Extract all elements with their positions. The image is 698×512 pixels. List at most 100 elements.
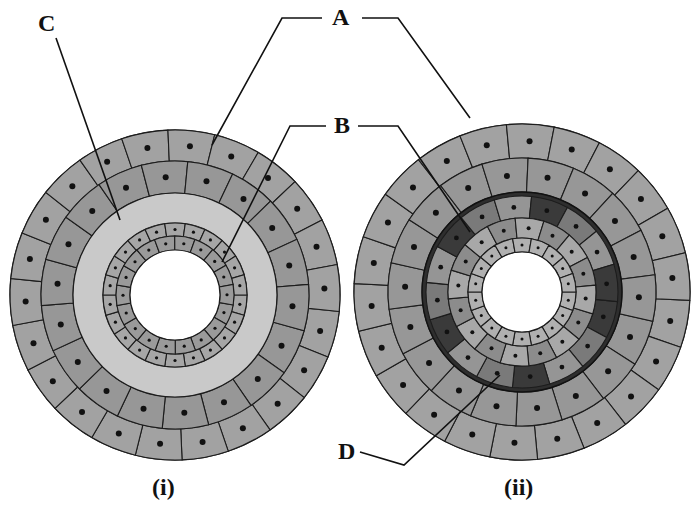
nucleus [493,403,499,409]
nucleus [238,284,241,287]
cell [512,363,549,388]
nucleus [545,175,551,181]
nucleus [233,321,236,324]
nucleus [114,266,117,269]
nucleus [114,321,117,324]
nucleus [459,308,463,312]
nucleus [445,330,450,335]
inner-layer [103,223,247,367]
nucleus [521,338,524,341]
nucleus [164,242,167,245]
nucleus [379,345,385,351]
nucleus [628,393,634,399]
cell [165,223,186,237]
nucleus [521,244,524,247]
nucleus [480,314,483,317]
nucleus [653,359,659,365]
leader-line [360,375,500,465]
nucleus [631,254,637,260]
cell [354,284,392,332]
nucleus [456,388,462,394]
nucleus [659,233,665,239]
nucleus [222,311,225,314]
nucleus [560,365,565,370]
nucleus [474,299,477,302]
nucleus [371,260,377,266]
nucleus [173,228,176,231]
nucleus [612,218,618,224]
nucleus [456,283,460,287]
nucleus [301,367,307,373]
nucleus [544,208,549,213]
figure-label: (ii) [502,474,535,500]
nucleus [554,436,560,442]
cell [593,264,618,301]
nucleus [314,244,320,250]
nucleus [183,345,186,348]
nucleus [124,251,127,254]
nucleus [604,281,609,286]
nucleus [240,196,246,202]
nucleus [466,355,471,360]
nucleus [570,250,574,254]
nucleus [636,294,642,300]
nucleus [504,246,507,249]
nucleus [225,293,228,296]
nucleus [527,138,533,144]
leader-line [358,126,470,232]
cell [490,424,538,460]
nucleus [585,344,590,349]
nucleus [480,240,484,244]
nucleus [438,265,443,270]
figure-label: (i) [150,474,177,500]
nucleus [369,303,375,309]
nucleus [222,275,225,278]
nucleus [317,328,323,334]
part-label: D [336,438,357,464]
nucleus [574,224,579,229]
nucleus [551,327,554,330]
nucleus [255,376,261,382]
nucleus [484,142,490,148]
cell [620,275,656,321]
nucleus [607,166,613,172]
nucleus [454,236,459,241]
nucleus [433,210,439,216]
nucleus [192,231,195,234]
nucleus [464,260,468,264]
nucleus [200,439,206,445]
cell [273,284,309,330]
nucleus [192,356,195,359]
nucleus [669,275,675,281]
nucleus [527,226,531,230]
nucleus [209,349,212,352]
nucleus [667,318,673,324]
nucleus [495,371,500,376]
nucleus [289,303,295,309]
nucleus [385,219,391,225]
nucleus [209,238,212,241]
nucleus [187,143,193,149]
nucleus [148,339,151,342]
nucleus [147,248,150,251]
cell [506,124,554,160]
nucleus [125,311,128,314]
nucleus [502,229,506,233]
nucleus [203,178,209,184]
nucleus [121,294,124,297]
nucleus [465,185,471,191]
middle-band [73,193,277,397]
nucleus [138,238,141,241]
nucleus [561,267,564,270]
cell [652,253,690,301]
cell [219,284,234,304]
nucleus [200,338,203,341]
nucleus [601,314,606,319]
cell [426,282,451,319]
cell [307,265,340,312]
nucleus [504,173,510,179]
nucleus [490,346,494,350]
nucleus [435,298,440,303]
dark-ring [422,192,622,392]
